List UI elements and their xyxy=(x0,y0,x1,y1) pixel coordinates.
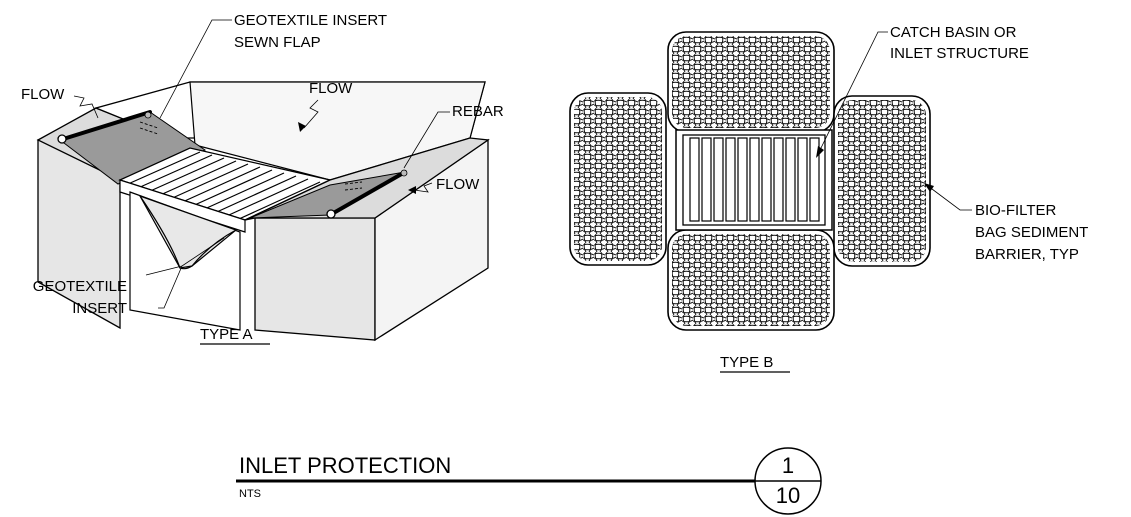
label-sewn-flap-line2: SEWN FLAP xyxy=(234,34,321,51)
scale-label: NTS xyxy=(239,488,261,500)
label-flow-top: FLOW xyxy=(309,80,353,97)
label-insert-line2: INSERT xyxy=(72,300,127,317)
catch-basin-grate-slots xyxy=(689,137,820,222)
rebar-left xyxy=(58,110,152,142)
label-flow-left: FLOW xyxy=(21,86,65,103)
sheet-number: 10 xyxy=(776,483,800,508)
label-bio-filter-line2: BAG SEDIMENT xyxy=(975,224,1088,241)
label-insert-line1: GEOTEXTILE xyxy=(33,278,127,295)
label-bio-filter-line3: BARRIER, TYP xyxy=(975,246,1079,263)
leader-catch-basin xyxy=(819,31,888,151)
type-b-caption: TYPE B xyxy=(720,354,773,371)
detail-number: 1 xyxy=(782,453,794,478)
label-flow-right: FLOW xyxy=(436,176,480,193)
rebar-right xyxy=(328,170,407,217)
leader-rebar xyxy=(403,111,450,169)
grate-bars xyxy=(127,151,321,225)
type-a-caption: TYPE A xyxy=(200,326,253,343)
type-b-drawing: CATCH BASIN OR INLET STRUCTURE BIO-FILTE… xyxy=(569,24,1088,373)
label-bio-filter-line1: BIO-FILTER xyxy=(975,202,1057,219)
label-sewn-flap-line1: GEOTEXTILE INSERT xyxy=(234,12,387,29)
label-catch-basin-line2: INLET STRUCTURE xyxy=(890,45,1029,62)
right-curb-block xyxy=(254,217,376,341)
label-catch-basin-line1: CATCH BASIN OR xyxy=(890,24,1017,41)
detail-title: INLET PROTECTION xyxy=(239,453,451,478)
flow-arrow-right xyxy=(413,182,433,193)
label-rebar: REBAR xyxy=(452,103,504,120)
leader-sewn-flap xyxy=(159,19,232,119)
rebar-end-left xyxy=(57,134,67,144)
leader-flow-left xyxy=(73,95,99,119)
leader-insert xyxy=(158,265,183,309)
rebar-end-right xyxy=(326,209,336,219)
sewn-flap-stitches xyxy=(139,121,363,191)
type-a-drawing: GEOTEXTILE INSERT SEWN FLAP FLOW FLOW RE… xyxy=(21,12,504,345)
title-block: INLET PROTECTION NTS 1 10 xyxy=(236,447,822,515)
flow-arrow-top xyxy=(303,99,319,129)
leader-bio-filter xyxy=(927,185,972,211)
